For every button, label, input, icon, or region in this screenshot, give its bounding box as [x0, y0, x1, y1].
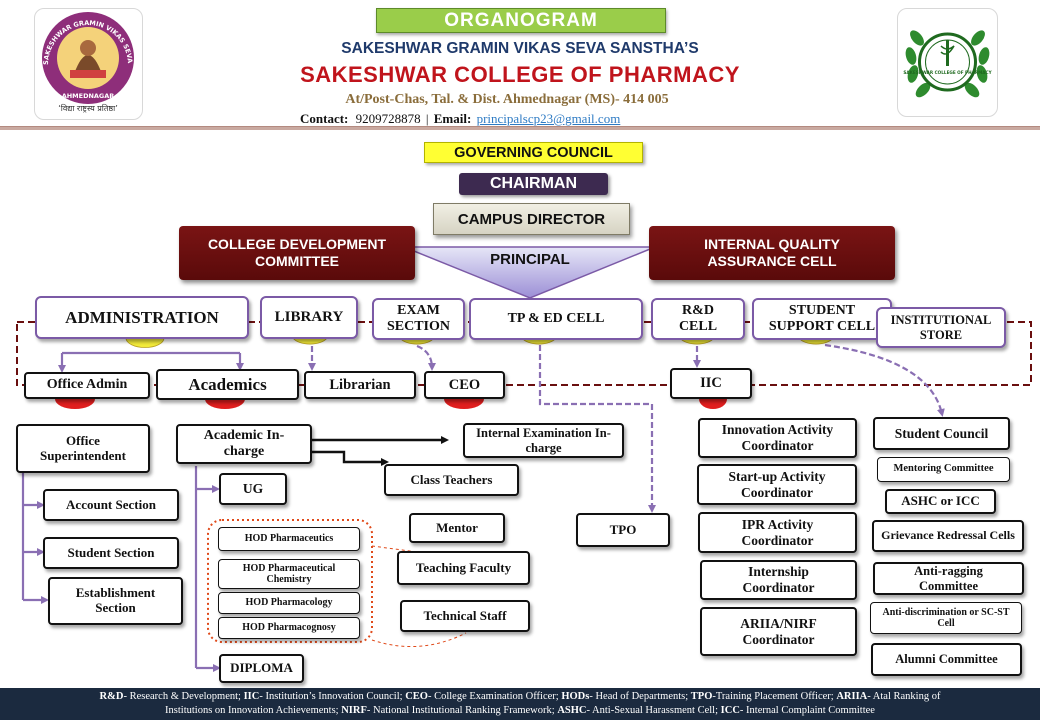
footer-expansion: - Internal Complaint Committee — [739, 705, 875, 716]
dept-library: LIBRARY — [260, 296, 358, 339]
footer-abbr: NIRF — [341, 705, 367, 716]
footer-abbr: ARIIA — [836, 691, 868, 702]
ashc-icc-box: ASHC or ICC — [885, 489, 996, 514]
anti-discrimination-cell-box: Anti-discrimination or SC-ST Cell — [870, 602, 1022, 634]
college-name: SAKESHWAR COLLEGE OF PHARMACY — [300, 62, 740, 87]
academics-box: Academics — [156, 369, 299, 400]
campus-director-box: CAMPUS DIRECTOR — [433, 203, 630, 235]
sanstha-motto: ‘विद्या राष्ट्रस्य प्रतिष्ठा’ — [58, 104, 118, 113]
sanstha-logo-bottom-text: AHMEDNAGAR — [62, 92, 115, 100]
hod-pharmacognosy-box: HOD Pharmacognosy — [218, 617, 360, 639]
trust-name: SAKESHWAR GRAMIN VIKAS SEVA SANSTHA’S — [341, 40, 699, 57]
dept-exam-section: EXAM SECTION — [372, 298, 465, 340]
office-admin-box: Office Admin — [24, 372, 150, 399]
iic-box: IIC — [670, 368, 752, 399]
technical-staff-box: Technical Staff — [400, 600, 530, 632]
ipr-activity-coordinator-box: IPR Activity Coordinator — [698, 512, 857, 553]
college-logo: SAKESHWAR COLLEGE OF PHARMACY — [903, 30, 993, 98]
student-section-box: Student Section — [43, 537, 179, 569]
organogram-banner-text: ORGANOGRAM — [444, 9, 598, 31]
anti-ragging-committee-box: Anti-ragging Committee — [873, 562, 1024, 595]
chairman-label: CHAIRMAN — [489, 175, 578, 192]
college-address: At/Post-Chas, Tal. & Dist. Ahmednagar (M… — [345, 92, 669, 107]
office-superintendent-box: Office Superintendent — [16, 424, 150, 473]
internship-coordinator-box: Internship Coordinator — [700, 560, 857, 600]
ariia-nirf-coordinator-box: ARIIA/NIRF Coordinator — [700, 607, 857, 656]
chairman-box: CHAIRMAN — [459, 173, 608, 195]
contact-separator: | — [425, 111, 429, 126]
dept-administration: ADMINISTRATION — [35, 296, 249, 339]
mentoring-committee-box: Mentoring Committee — [877, 457, 1010, 482]
footer-abbr: ASHC — [557, 705, 587, 716]
header-divider — [0, 126, 1040, 130]
alumni-committee-box: Alumni Committee — [871, 643, 1022, 676]
footer-abbr: CEO — [405, 691, 428, 702]
footer-abbr: R&D — [99, 691, 124, 702]
academic-incharge-box: Academic In-charge — [176, 424, 312, 464]
contact-label: Contact: — [300, 111, 349, 126]
grievance-redressal-box: Grievance Redressal Cells — [872, 520, 1024, 552]
diploma-box: DIPLOMA — [219, 654, 304, 683]
footer-expansion: - Research & Development; — [123, 691, 244, 702]
dept-tp-ed-cell: TP & ED CELL — [469, 298, 643, 340]
account-section-box: Account Section — [43, 489, 179, 521]
dept-rd-cell: R&D CELL — [651, 298, 745, 340]
governing-council-label: GOVERNING COUNCIL — [454, 144, 613, 161]
internal-exam-incharge-box: Internal Examination In-charge — [463, 423, 624, 458]
dept-student-support-cell: STUDENT SUPPORT CELL — [752, 298, 892, 340]
student-council-box: Student Council — [873, 417, 1010, 450]
teaching-faculty-box: Teaching Faculty — [397, 551, 530, 585]
tpo-box: TPO — [576, 513, 670, 547]
footer-expansion: - Anti-Sexual Harassment Cell; — [586, 705, 721, 716]
hod-pharmaceutical-chemistry-box: HOD Pharmaceutical Chemistry — [218, 559, 360, 589]
contact-line: Contact: 9209728878 | Email: principalsc… — [300, 111, 620, 127]
contact-phone: 9209728878 — [355, 111, 421, 126]
footer-abbr: TPO — [690, 691, 713, 702]
footer-expansion: - Head of Departments; — [589, 691, 691, 702]
establishment-section-box: Establishment Section — [48, 577, 183, 625]
footer-abbr: IIC — [243, 691, 260, 702]
mentor-box: Mentor — [409, 513, 505, 543]
governing-council-box: GOVERNING COUNCIL — [424, 142, 643, 163]
abbreviations-footer: R&D- Research & Development; IIC- Instit… — [0, 688, 1040, 720]
organogram-banner: ORGANOGRAM — [376, 8, 666, 33]
campus-director-label: CAMPUS DIRECTOR — [457, 210, 606, 228]
hod-pharmacology-box: HOD Pharmacology — [218, 592, 360, 614]
footer-abbr: HODs — [561, 691, 590, 702]
footer-expansion: - College Examination Officer; — [427, 691, 562, 702]
footer-expansion: - National Institutional Ranking Framewo… — [366, 705, 558, 716]
sanstha-logo: SAKESHWAR GRAMIN VIKAS SEVA SANSTHA AHME… — [34, 8, 134, 104]
footer-abbr: ICC — [720, 705, 740, 716]
footer-expansion: -Training Placement Officer; — [712, 691, 837, 702]
principal-label: PRINCIPAL — [490, 251, 570, 268]
footer-expansion: - Institution’s Innovation Council; — [259, 691, 406, 702]
college-logo-text: SAKESHWAR COLLEGE OF PHARMACY — [903, 70, 992, 75]
footer-line-1: R&D- Research & Development; IIC- Instit… — [0, 690, 1040, 704]
hod-pharmaceutics-box: HOD Pharmaceutics — [218, 527, 360, 551]
innovation-activity-coordinator-box: Innovation Activity Coordinator — [698, 418, 857, 458]
college-development-committee-box: COLLEGE DEVELOPMENT COMMITTEE — [179, 226, 415, 280]
footer-expansion: - Atal Ranking of — [867, 691, 941, 702]
footer-expansion: Institutions on Innovation Achievements; — [165, 705, 342, 716]
email-link[interactable]: principalscp23@gmail.com — [476, 111, 621, 126]
footer-line-2: Institutions on Innovation Achievements;… — [0, 704, 1040, 718]
librarian-box: Librarian — [304, 371, 416, 399]
email-label: Email: — [433, 111, 472, 126]
dept-institutional-store: INSTITUTIONAL STORE — [876, 307, 1006, 348]
class-teachers-box: Class Teachers — [384, 464, 519, 496]
startup-activity-coordinator-box: Start-up Activity Coordinator — [697, 464, 857, 505]
ug-box: UG — [219, 473, 287, 505]
iqac-box: INTERNAL QUALITY ASSURANCE CELL — [649, 226, 895, 280]
ceo-box: CEO — [424, 371, 505, 399]
